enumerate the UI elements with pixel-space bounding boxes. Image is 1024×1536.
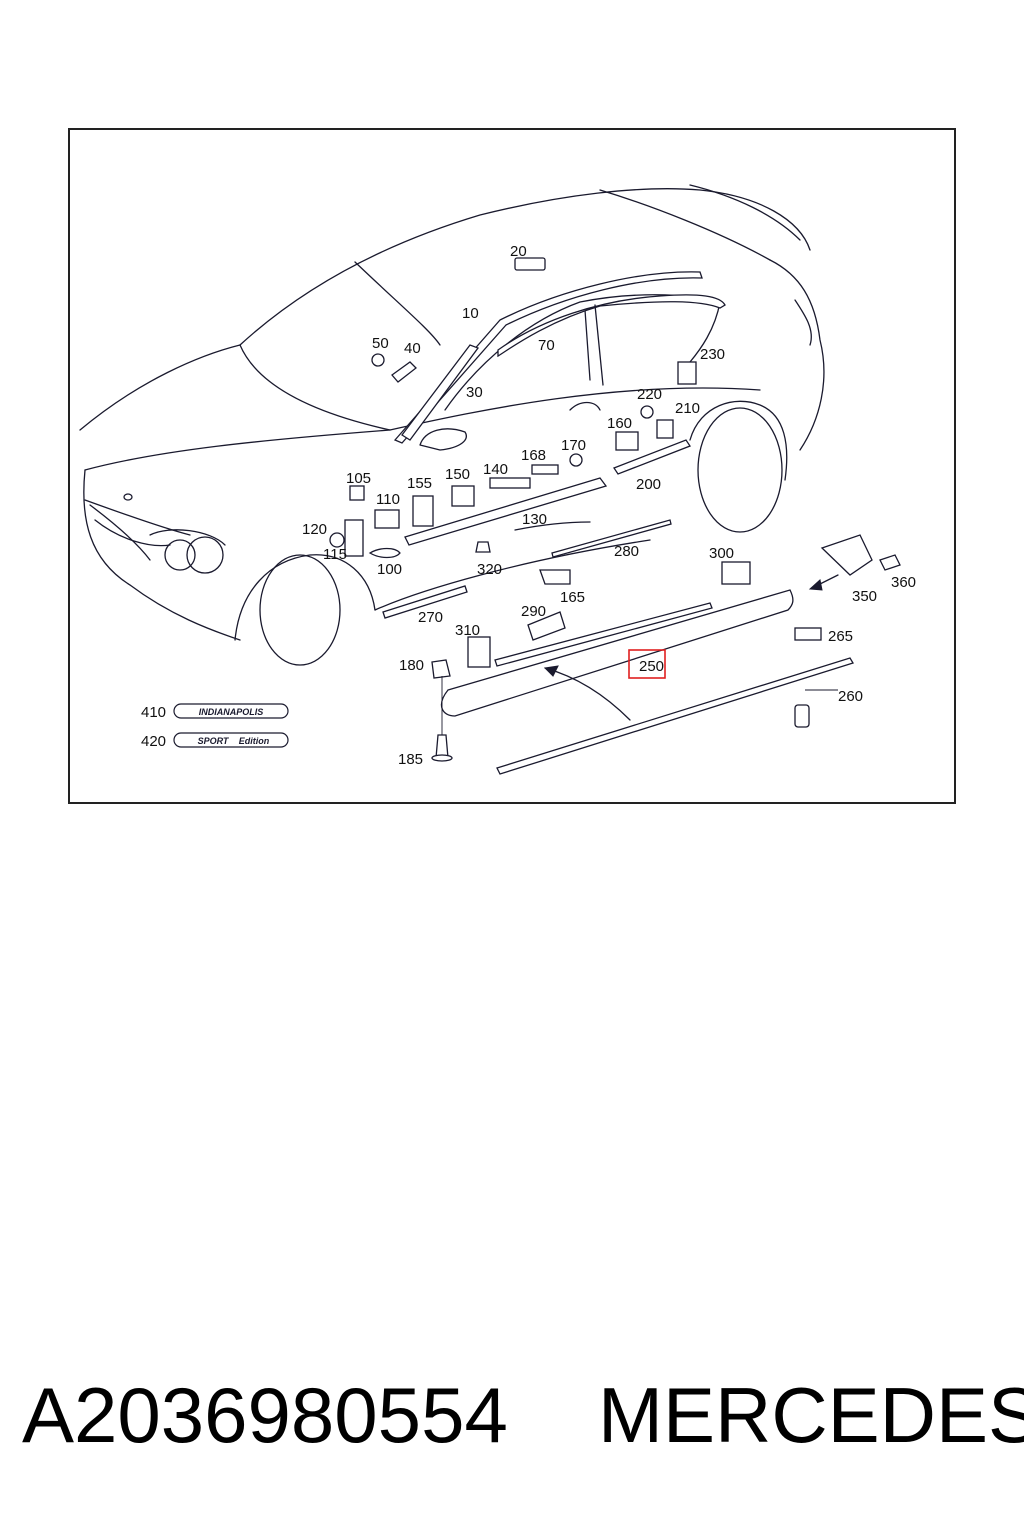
brand-name: MERCEDES	[598, 1371, 1024, 1459]
callout-320: 320	[477, 561, 502, 578]
part-160-clip	[615, 431, 639, 451]
car-outline	[79, 184, 825, 666]
callout-155: 155	[407, 475, 432, 492]
part-180-nut	[431, 659, 451, 679]
part-70-window-trim	[497, 294, 726, 358]
callout-120: 120	[302, 521, 327, 538]
part-100-cap	[368, 547, 401, 559]
badge-420-text-a: SPORT	[198, 736, 230, 746]
callout-30: 30	[466, 384, 483, 401]
callout-420: 420	[141, 733, 166, 750]
parts	[329, 257, 901, 775]
badge-420: SPORT Edition	[173, 732, 289, 748]
badge-420-text-b: Edition	[239, 736, 270, 746]
callouts: 20 10 70 50 40 30 230 220 210 160 170 16…	[141, 243, 916, 768]
part-260-endcap	[794, 704, 810, 728]
callout-115: 115	[323, 546, 347, 563]
part-120-plug	[329, 532, 345, 548]
part-20-clip	[514, 257, 546, 271]
part-30-a-pillar-trim	[401, 344, 480, 441]
callout-150: 150	[445, 466, 470, 483]
part-350-bracket	[820, 534, 873, 576]
callout-168: 168	[521, 447, 546, 464]
callout-40: 40	[404, 340, 421, 357]
badge-410-text: INDIANAPOLIS	[199, 707, 264, 717]
part-155-retainer	[412, 495, 434, 527]
callout-270: 270	[418, 609, 443, 626]
callout-250: 250	[639, 658, 664, 675]
part-110-clip	[374, 509, 400, 529]
part-210-clip	[656, 419, 674, 439]
callout-230: 230	[700, 346, 725, 363]
part-115-retainer	[344, 519, 364, 557]
part-105-clip	[349, 485, 365, 501]
part-number: A2036980554	[22, 1371, 508, 1459]
callout-210: 210	[675, 400, 700, 417]
part-320-fastener	[475, 541, 491, 553]
part-165-bracket	[539, 569, 571, 585]
callout-220: 220	[637, 386, 662, 403]
callout-165: 165	[560, 589, 585, 606]
part-200-door-molding	[613, 439, 691, 475]
callout-170: 170	[561, 437, 586, 454]
part-290-bracket	[527, 611, 566, 641]
callout-265: 265	[828, 628, 853, 645]
part-10-roof-molding	[393, 271, 703, 444]
callout-10: 10	[462, 305, 479, 322]
callout-260: 260	[838, 688, 863, 705]
part-280-strip	[551, 519, 672, 558]
callout-130: 130	[522, 511, 547, 528]
callout-20: 20	[510, 243, 527, 260]
part-50-screw	[371, 353, 385, 367]
badge-410: INDIANAPOLIS	[173, 703, 289, 719]
highlight-250: 250	[628, 649, 666, 679]
callout-360: 360	[891, 574, 916, 591]
part-265-clip	[794, 627, 822, 641]
part-250-inner-strip	[494, 602, 713, 667]
callout-105: 105	[346, 470, 371, 487]
callout-290: 290	[521, 603, 546, 620]
callout-50: 50	[372, 335, 389, 352]
callout-300: 300	[709, 545, 734, 562]
part-360-bolt	[879, 554, 901, 571]
part-310-retainer	[467, 636, 491, 668]
part-230-bracket	[677, 361, 697, 385]
callout-185: 185	[398, 751, 423, 768]
callout-110: 110	[376, 491, 400, 508]
callout-310: 310	[455, 622, 480, 639]
callout-280: 280	[614, 543, 639, 560]
callout-350: 350	[852, 588, 877, 605]
callout-140: 140	[483, 461, 508, 478]
part-300-bracket	[721, 561, 751, 585]
part-150-clip	[451, 485, 475, 507]
callout-180: 180	[399, 657, 424, 674]
part-270-strip	[382, 585, 468, 619]
callout-100: 100	[377, 561, 402, 578]
part-140-clip	[489, 477, 531, 489]
part-40-clip-strip	[391, 361, 417, 383]
part-130-door-molding	[404, 477, 608, 546]
callout-70: 70	[538, 337, 555, 354]
caption: A2036980554 MERCEDES	[0, 1370, 1024, 1480]
part-260-molding	[496, 657, 854, 775]
part-220-plug	[640, 405, 654, 419]
callout-410: 410	[141, 704, 166, 721]
callout-200: 200	[636, 476, 661, 493]
part-168-clip	[531, 464, 559, 475]
part-170-plug	[569, 453, 583, 467]
callout-160: 160	[607, 415, 632, 432]
